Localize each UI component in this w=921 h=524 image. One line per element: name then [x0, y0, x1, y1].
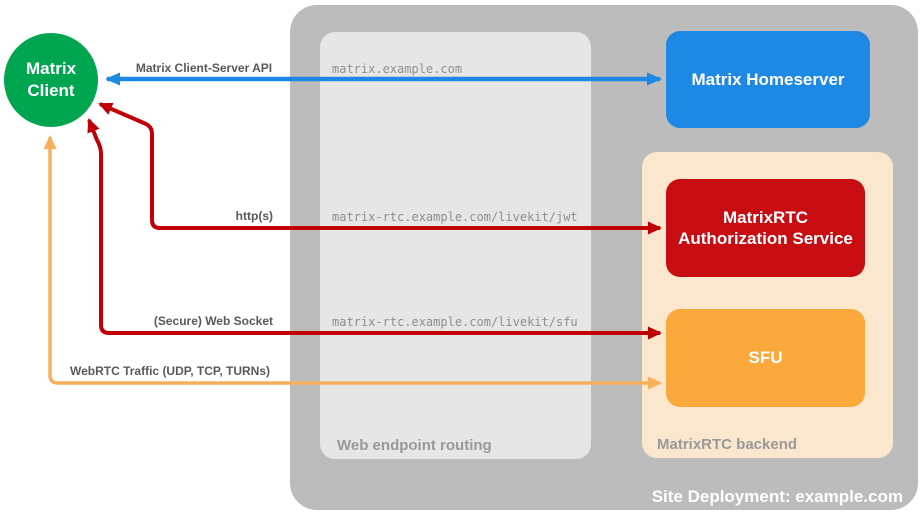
endpoint-livekit-jwt: matrix-rtc.example.com/livekit/jwt — [332, 210, 578, 224]
endpoint-matrix-example-com: matrix.example.com — [332, 62, 463, 76]
websocket-edge-label: (Secure) Web Socket — [153, 314, 273, 328]
webrtc-traffic-edge-label: WebRTC Traffic (UDP, TCP, TURNs) — [69, 364, 271, 378]
matrixrtc-authorization-service-node: MatrixRTC Authorization Service — [666, 179, 865, 277]
https-edge-label: http(s) — [235, 209, 273, 223]
matrix-client-node: Matrix Client — [4, 33, 98, 127]
matrix-homeserver-label: Matrix Homeserver — [691, 69, 845, 89]
matrixrtc-authorization-service-label: MatrixRTC Authorization Service — [678, 207, 853, 248]
matrix-homeserver-node: Matrix Homeserver — [666, 31, 870, 128]
matrixrtc-backend-label: MatrixRTC backend — [657, 436, 798, 453]
web-endpoint-routing-label: Web endpoint routing — [337, 437, 492, 454]
matrix-client-label: Matrix Client — [25, 58, 77, 100]
client-server-api-edge-label: Matrix Client-Server API — [135, 61, 273, 75]
web-endpoint-routing-container — [320, 32, 591, 459]
endpoint-livekit-sfu: matrix-rtc.example.com/livekit/sfu — [332, 315, 578, 329]
site-deployment-label: Site Deployment: example.com — [651, 487, 903, 506]
sfu-label: SFU — [748, 348, 783, 368]
sfu-node: SFU — [666, 309, 865, 407]
